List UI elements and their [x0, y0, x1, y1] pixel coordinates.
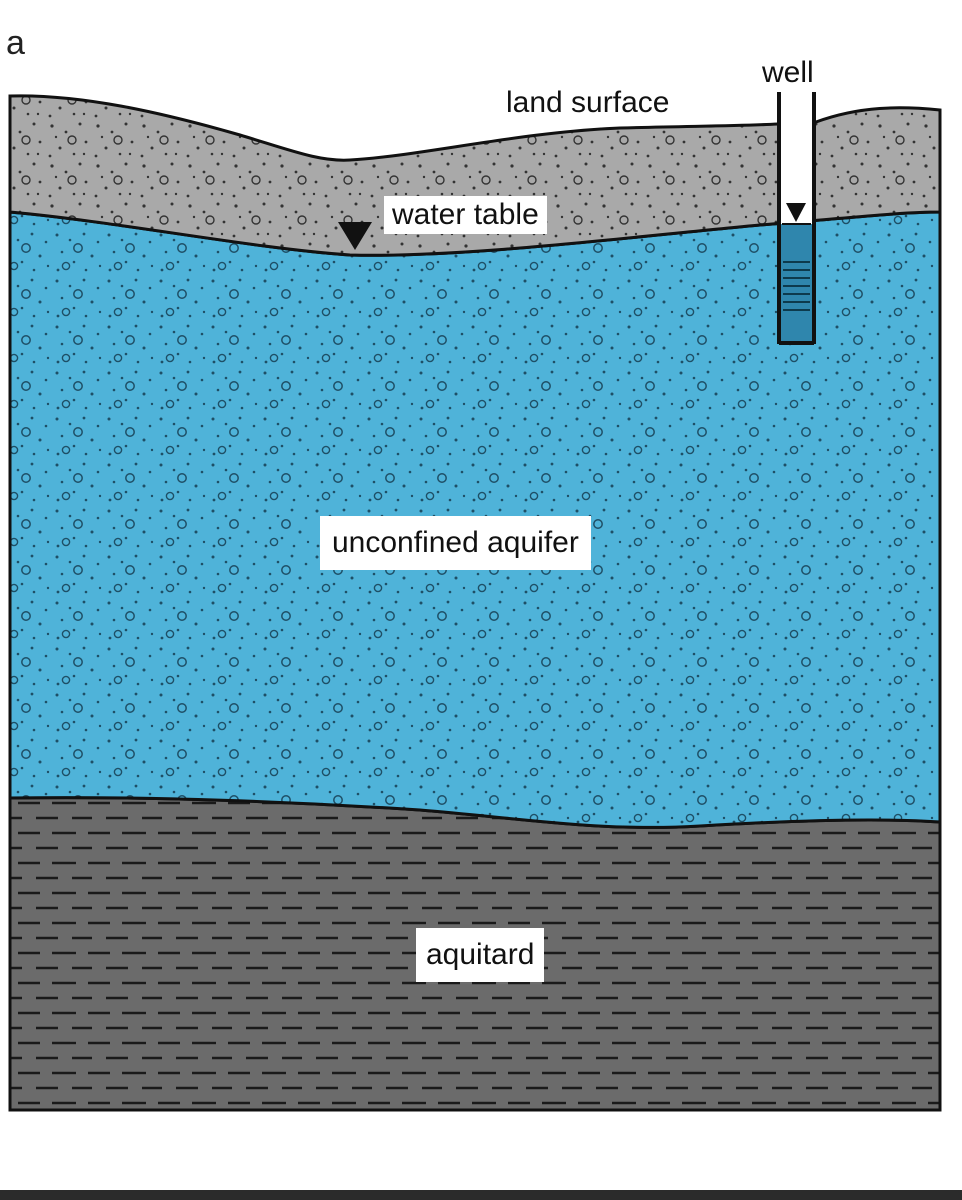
- bottom-border: [0, 1190, 962, 1200]
- soil-layer: [8, 94, 942, 257]
- panel-label: a: [6, 24, 25, 62]
- land-surface-label: land surface: [506, 86, 670, 119]
- well-pipe: [777, 92, 816, 345]
- water-table-label: water table: [384, 196, 547, 234]
- unconfined-aquifer-label: unconfined aquifer: [320, 516, 591, 570]
- water-table-marker: [338, 222, 372, 250]
- well-label: well: [762, 56, 814, 89]
- aquitard-label: aquitard: [416, 928, 545, 982]
- well-water-level-marker: [786, 203, 806, 222]
